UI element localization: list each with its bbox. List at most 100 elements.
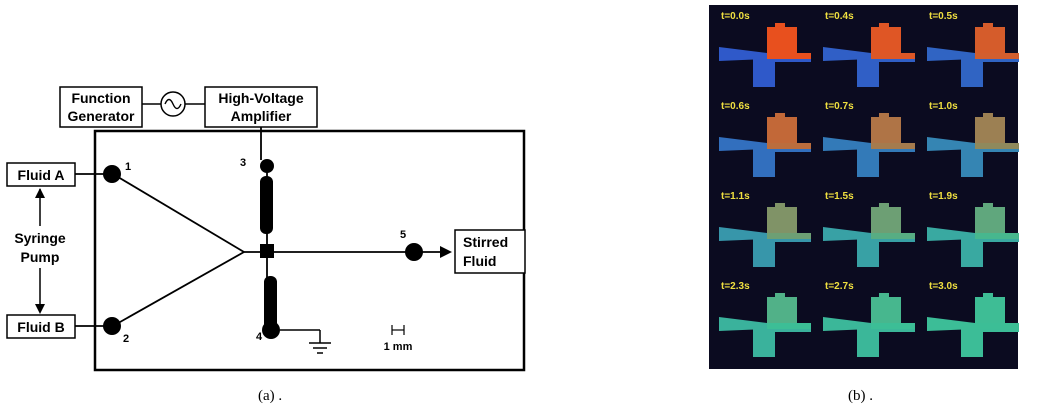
function-generator-label-1: Function	[71, 90, 130, 106]
sim-frame: t=2.7s	[819, 279, 917, 365]
fluid-region	[975, 239, 1019, 242]
fluid-field	[823, 113, 915, 177]
arrow-up-icon	[35, 188, 45, 198]
fluid-region	[857, 327, 879, 357]
fluid-region	[927, 47, 975, 61]
fluid-region	[871, 323, 915, 329]
amplifier-box	[204, 86, 318, 128]
fluid-region	[975, 233, 1019, 239]
fluid-field	[927, 23, 1019, 87]
fluid-region	[871, 233, 915, 239]
fluid-region	[775, 293, 785, 299]
fluid-field	[927, 113, 1019, 177]
frame-time-label: t=2.7s	[825, 281, 854, 292]
sim-frame: t=0.5s	[923, 9, 1021, 95]
caption-b: (b) .	[848, 388, 873, 404]
stirred-fluid-label-2: Fluid	[463, 253, 496, 269]
frame-time-label: t=1.0s	[929, 101, 958, 112]
fluid-region	[983, 293, 993, 299]
fluid-field	[927, 293, 1019, 357]
frame-time-label: t=0.7s	[825, 101, 854, 112]
fluid-region	[767, 53, 811, 59]
fluid-region	[775, 113, 785, 119]
fluid-region	[871, 149, 915, 152]
sim-frame: t=2.3s	[715, 279, 813, 365]
reservoir-1	[103, 165, 121, 183]
stirred-fluid-label-1: Stirred	[463, 234, 508, 250]
syringe-pump-label-2: Pump	[21, 249, 60, 265]
function-generator-box	[59, 86, 143, 128]
fluid-region	[871, 27, 901, 57]
fluid-region	[975, 53, 1019, 59]
fluid-region	[975, 207, 1005, 237]
fluid-region	[871, 329, 915, 332]
fluid-region	[871, 239, 915, 242]
fluid-region	[753, 57, 775, 87]
frame-time-label: t=3.0s	[929, 281, 958, 292]
fluid-region	[823, 227, 871, 241]
reservoir-2	[103, 317, 121, 335]
arrow-right-icon	[440, 246, 452, 258]
amplifier-label-2: Amplifier	[231, 108, 292, 124]
fluid-region	[767, 149, 811, 152]
fluid-region	[753, 327, 775, 357]
sim-frame: t=1.0s	[923, 99, 1021, 185]
fluid-region	[767, 329, 811, 332]
sim-frame: t=0.0s	[715, 9, 813, 95]
fluid-region	[857, 237, 879, 267]
fluid-region	[767, 117, 797, 147]
fluid-region	[775, 23, 785, 29]
fluid-region	[823, 137, 871, 151]
fluid-region	[975, 323, 1019, 329]
electrode-number-4: 4	[256, 331, 263, 343]
sim-frame: t=3.0s	[923, 279, 1021, 365]
fluid-region	[767, 143, 811, 149]
fluid-region	[975, 149, 1019, 152]
frame-time-label: t=0.0s	[721, 11, 750, 22]
fluid-region	[975, 143, 1019, 149]
channel-1	[112, 173, 245, 253]
fluid-region	[767, 297, 797, 327]
fluid-region	[871, 297, 901, 327]
sim-frame: t=0.6s	[715, 99, 813, 185]
electrode-number-3: 3	[240, 157, 246, 169]
frame-time-label: t=1.5s	[825, 191, 854, 202]
ground-icon	[309, 342, 331, 354]
fluid-region	[719, 317, 767, 331]
channel-2	[112, 251, 245, 327]
fluid-region	[857, 57, 879, 87]
fluid-region	[719, 137, 767, 151]
fluid-region	[961, 237, 983, 267]
fluid-region	[719, 227, 767, 241]
fluid-field	[719, 203, 811, 267]
stirred-fluid-box	[454, 229, 526, 274]
function-generator-label-2: Generator	[68, 108, 135, 124]
fluid-region	[983, 113, 993, 119]
scale-bar-label: 1 mm	[384, 341, 413, 353]
fluid-field	[823, 23, 915, 87]
electrode-number-1: 1	[125, 161, 131, 173]
syringe-pump-label-1: Syringe	[14, 230, 66, 246]
fluid-region	[775, 203, 785, 209]
fluid-region	[871, 117, 901, 147]
fluid-region	[753, 237, 775, 267]
sim-frame: t=1.1s	[715, 189, 813, 275]
fluid-region	[975, 329, 1019, 332]
fluid-region	[961, 147, 983, 177]
fluid-region	[823, 317, 871, 331]
fluid-field	[719, 293, 811, 357]
fluid-region	[767, 59, 811, 62]
fluid-region	[975, 27, 1005, 57]
fluid-region	[975, 117, 1005, 147]
fluid-region	[823, 47, 871, 61]
frame-time-label: t=2.3s	[721, 281, 750, 292]
fluid-region	[983, 23, 993, 29]
frame-time-label: t=1.1s	[721, 191, 750, 202]
arrow-down-icon	[35, 304, 45, 314]
amplifier-label-1: High-Voltage	[218, 90, 304, 106]
fluid-region	[879, 113, 889, 119]
fluid-region	[857, 147, 879, 177]
reservoir-5	[405, 243, 423, 261]
frame-time-label: t=0.6s	[721, 101, 750, 112]
fluid-region	[879, 203, 889, 209]
